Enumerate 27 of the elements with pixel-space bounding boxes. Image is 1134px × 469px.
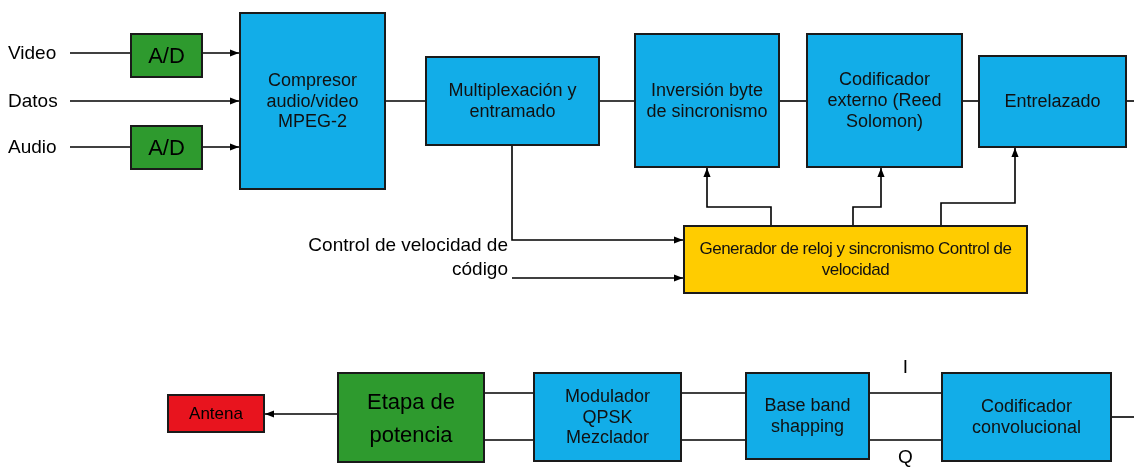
process-box: Modulador QPSK Mezclador (533, 372, 682, 462)
connector-arrow (202, 49, 240, 57)
process-box: Entrelazado (978, 55, 1127, 148)
input-label: Audio (8, 134, 78, 160)
process-box: Codificador externo (Reed Solomon) (806, 33, 963, 168)
process-box: Multiplexación y entramado (425, 56, 600, 146)
connector-arrow (703, 167, 772, 226)
connector-arrow (940, 147, 1019, 226)
connector-arrow (511, 145, 684, 244)
edge-label: Q (896, 447, 915, 466)
generator-box: Generador de reloj y sincronismo Control de velocidad (683, 225, 1028, 294)
input-label: Datos (8, 88, 78, 114)
input-label: Control de velocidad de código (276, 232, 508, 282)
process-box: Inversión byte de sincronismo (634, 33, 780, 168)
process-box: Codificador convolucional (941, 372, 1112, 462)
process-box: Compresor audio/video MPEG-2 (239, 12, 386, 190)
input-label: Video (8, 40, 78, 66)
antenna-box: Antena (167, 394, 265, 433)
connector-arrow (264, 410, 338, 418)
connector-arrow (852, 167, 885, 226)
converter-box: A/D (130, 125, 203, 170)
process-box: Base band shapping (745, 372, 870, 460)
amplifier-box: Etapa de potencia (337, 372, 485, 463)
connector-arrow (69, 97, 240, 105)
connector-arrow (511, 274, 684, 282)
converter-box: A/D (130, 33, 203, 78)
connector-arrow (202, 143, 240, 151)
